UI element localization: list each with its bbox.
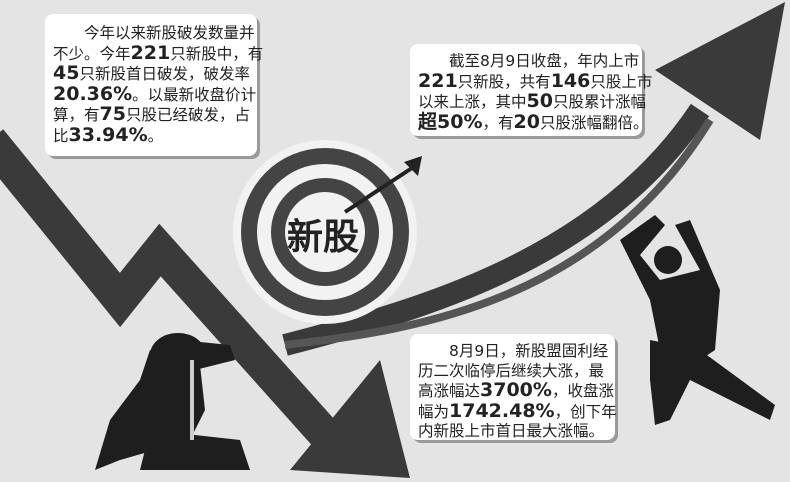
text-segment: 只股已经破发，占 [125, 106, 250, 124]
text-segment: 只股累计涨幅 [552, 93, 646, 111]
text-segment: 以来上涨，其中 [418, 93, 527, 111]
text-line: 超50%，有20只股涨幅翻倍。 [418, 110, 648, 134]
text-segment: 不少。今年 [53, 44, 131, 63]
text-segment: 只新股，共有 [457, 72, 551, 91]
highlight-number: 20.36% [53, 82, 133, 105]
text-line: 8月9日，新股盟固利经 [418, 342, 609, 362]
text-line: 高涨幅达3700%，收盘涨 [418, 379, 614, 402]
up-arrow-icon [282, 2, 785, 356]
highlight-number: 75 [99, 103, 126, 125]
text-line: 221只新股，共有146只股上市 [418, 69, 652, 93]
text-segment: ，收盘涨 [551, 382, 614, 400]
target-label: 新股 [286, 217, 359, 258]
text-segment: 比 [53, 126, 69, 145]
highlight-number: 20 [513, 110, 540, 133]
text-segment: 只股上市 [590, 72, 653, 91]
falling-businessman-figure [95, 333, 250, 470]
text-segment: 。 [147, 126, 164, 145]
highlight-number: 超 [418, 110, 438, 133]
text-segment: 只新股首日破发，破发率 [79, 65, 250, 83]
text-line: 算，有75只股已经破发，占 [53, 103, 250, 126]
info-box-record: 8月9日，新股盟固利经历二次临停后继续大涨，最高涨幅达3700%，收盘涨幅为17… [410, 334, 617, 442]
text-segment: ，创下年 [554, 402, 617, 421]
text-line: 历二次临停后继续大涨，最 [418, 362, 607, 382]
text-segment: 只新股中，有 [170, 44, 264, 63]
highlight-number: 50 [526, 90, 553, 112]
highlight-number: 221 [130, 41, 171, 64]
text-line: 内新股上市首日最大涨幅。 [418, 422, 607, 442]
text-segment: 今年以来新股破发数量并 [53, 24, 255, 42]
text-segment: 只股涨幅翻倍。 [539, 113, 649, 132]
text-line: 45只新股首日破发，破发率 [53, 62, 250, 85]
text-segment: ，有 [482, 113, 514, 132]
text-segment: 算，有 [53, 106, 100, 124]
highlight-number: 45 [53, 62, 80, 84]
text-line: 截至8月9日收盘，年内上市 [418, 52, 639, 72]
text-line: 幅为1742.48%，创下年 [418, 399, 617, 423]
highlight-number: 221 [418, 69, 458, 92]
pushing-businessman-figure [620, 215, 775, 425]
text-segment: 截至8月9日收盘，年内上市 [418, 52, 640, 70]
text-segment: 历二次临停后继续大涨，最 [418, 361, 605, 380]
text-segment: 内新股上市首日最大涨幅。 [418, 422, 605, 440]
text-line: 以来上涨，其中50只股累计涨幅 [418, 90, 646, 113]
text-line: 20.36%。以最新收盘价计 [53, 82, 256, 106]
text-segment: 幅为 [418, 402, 450, 421]
highlight-number: 146 [550, 69, 591, 92]
text-segment: 。以最新收盘价计 [132, 85, 257, 104]
down-arrow-icon [0, 129, 410, 478]
target-icon [233, 140, 422, 324]
highlight-number: 3700% [480, 379, 552, 401]
highlight-number: 33.94% [68, 123, 148, 146]
text-line: 比33.94%。 [53, 123, 249, 147]
text-line: 不少。今年221只新股中，有 [53, 41, 263, 65]
highlight-number: 1742.48% [449, 399, 555, 422]
text-segment: 8月9日，新股盟固利经 [418, 342, 609, 360]
text-segment: 高涨幅达 [418, 382, 481, 400]
text-line: 今年以来新股破发数量并 [53, 24, 255, 44]
highlight-number: 50% [437, 110, 483, 133]
